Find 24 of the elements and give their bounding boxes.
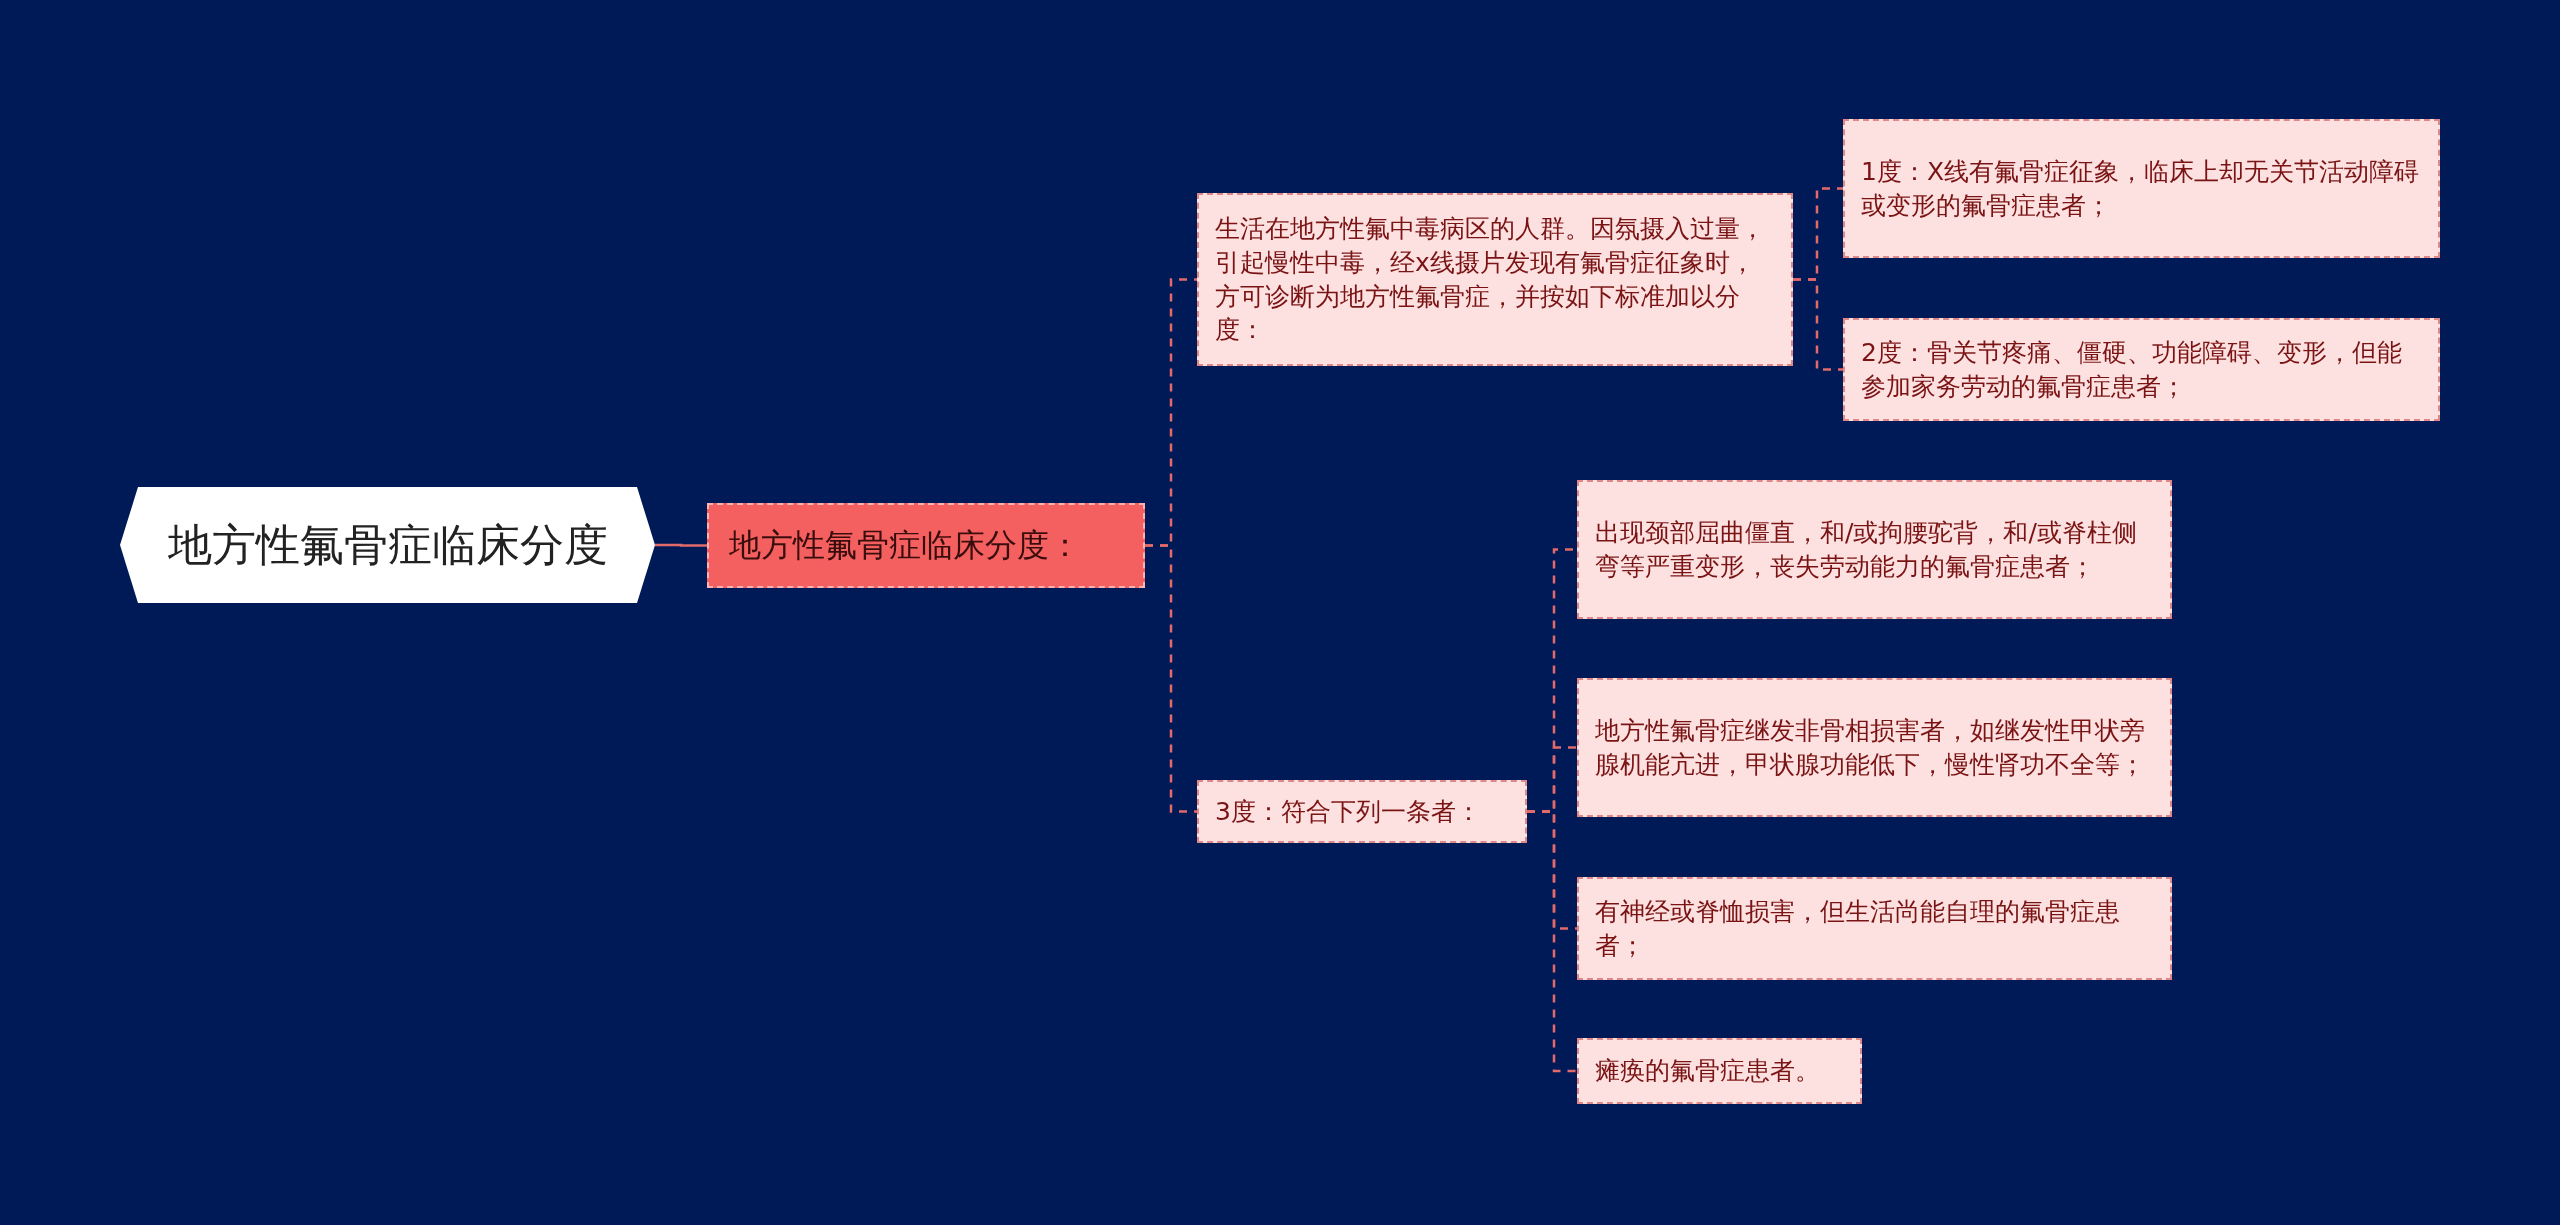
node-text: 有神经或脊恤损害，但生活尚能自理的氟骨症患者；	[1595, 895, 2121, 962]
node-text: 地方性氟骨症临床分度	[166, 518, 609, 573]
connector-line	[1527, 810, 1577, 1073]
node-text: 1度：X线有氟骨症征象，临床上却无关节活动障碍或变形的氟骨症患者；	[1861, 155, 2421, 222]
main-topic-box	[707, 503, 1145, 588]
node-text: 瘫痪的氟骨症患者。	[1595, 1055, 1821, 1088]
connector-line	[1145, 544, 1197, 813]
connector-line	[655, 543, 707, 547]
node-text: 3度：符合下列一条者：	[1215, 795, 1482, 828]
subtopic-box	[1577, 480, 2172, 619]
subtopic-box	[1843, 318, 2440, 421]
root-topic	[120, 487, 655, 603]
subtopic-box	[1577, 678, 2172, 817]
node-text: 生活在地方性氟中毒病区的人群。因氛摄入过量，引起慢性中毒，经x线摄片发现有氟骨症征象时，方可诊断为地方性氟骨症，并按如下标准加以分度：	[1215, 213, 1766, 347]
subtopic-box	[1577, 877, 2172, 980]
node-text: 2度：骨关节疼痛、僵硬、功能障碍、变形，但能参加家务劳动的氟骨症患者；	[1861, 336, 2403, 403]
subtopic-box	[1197, 193, 1793, 366]
subtopic-box	[1197, 780, 1527, 843]
subtopic-box	[1577, 1038, 1862, 1104]
node-text: 地方性氟骨症继发非骨相损害者，如继发性甲状旁腺机能亢进，甲状腺功能低下，慢性肾功不全等；	[1595, 714, 2146, 781]
node-text: 地方性氟骨症临床分度：	[729, 524, 1082, 566]
connector-line	[1793, 278, 1843, 371]
node-text: 出现颈部屈曲僵直，和/或拘腰驼背，和/或脊柱侧弯等严重变形，丧失劳动能力的氟骨症患者；	[1595, 516, 2138, 583]
subtopic-box	[1843, 119, 2440, 258]
